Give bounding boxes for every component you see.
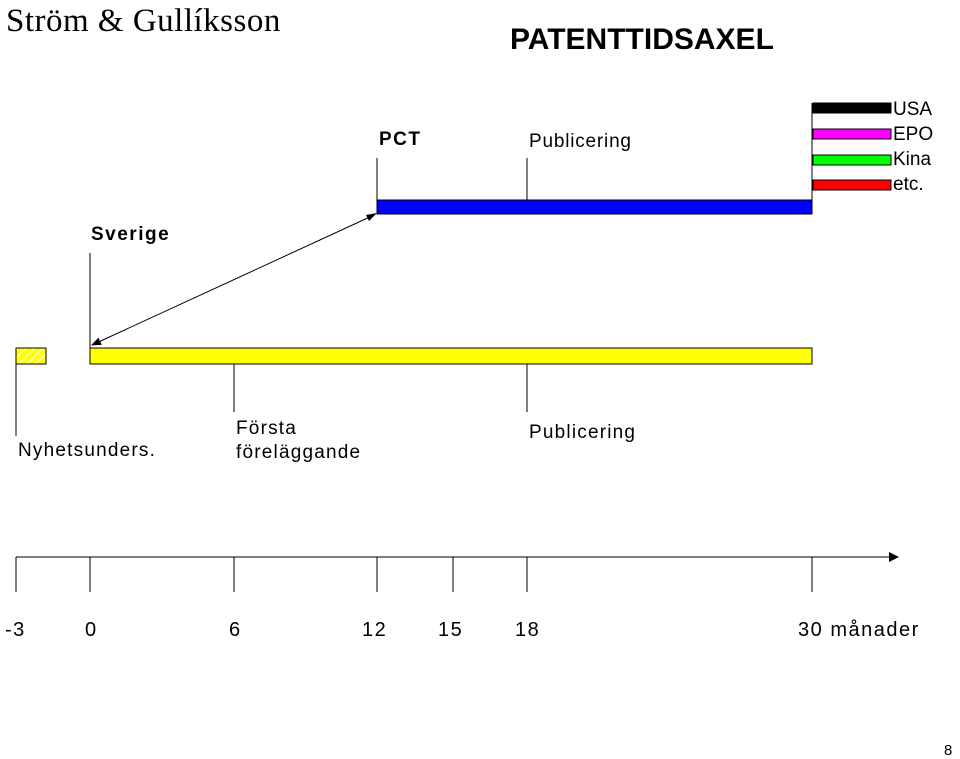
priority-arrow — [91, 215, 373, 346]
tick-label-12: 12 — [362, 619, 388, 641]
axis-ticks — [15, 557, 813, 592]
tick-label-0: 0 — [85, 619, 98, 641]
page-number: 8 — [944, 742, 953, 759]
tick-label-30-value: 30 — [798, 619, 824, 641]
legend: USA EPO Kina etc. — [893, 97, 933, 197]
first-action-label-line2: föreläggande — [236, 442, 362, 463]
first-action-label-line1: Första — [236, 418, 298, 439]
novelty-search-label: Nyhetsunders. — [18, 440, 157, 461]
sweden-bar — [89, 347, 813, 365]
time-axis-arrowhead — [889, 552, 899, 562]
tick-label-15: 15 — [438, 619, 464, 641]
pct-publication-label: Publicering — [529, 131, 632, 152]
epo-bar — [812, 128, 892, 140]
china-bar — [812, 154, 892, 166]
pct-bar — [376, 199, 813, 215]
legend-item-china: Kina — [893, 149, 932, 170]
page-title: PATENTTIDSAXEL — [510, 23, 774, 56]
tick-label-18: 18 — [515, 619, 541, 641]
tick-label-minus3: -3 — [5, 619, 26, 641]
legend-item-epo: EPO — [893, 124, 934, 145]
axis-unit-label: månader — [830, 619, 920, 641]
novelty-search-box — [15, 347, 47, 365]
company-logo: Ström & Gullíksson — [6, 3, 281, 39]
pct-label: PCT — [379, 129, 422, 150]
tick-label-30: 30 månader — [798, 619, 920, 641]
tick-label-6: 6 — [229, 619, 242, 641]
usa-bar — [812, 102, 892, 114]
legend-item-usa: USA — [893, 99, 933, 120]
pct-arrowhead — [366, 213, 377, 221]
national-publication-label: Publicering — [529, 422, 637, 443]
legend-item-other: etc. — [893, 174, 924, 195]
sweden-label: Sverige — [91, 224, 171, 245]
other-countries-bar — [812, 179, 892, 191]
